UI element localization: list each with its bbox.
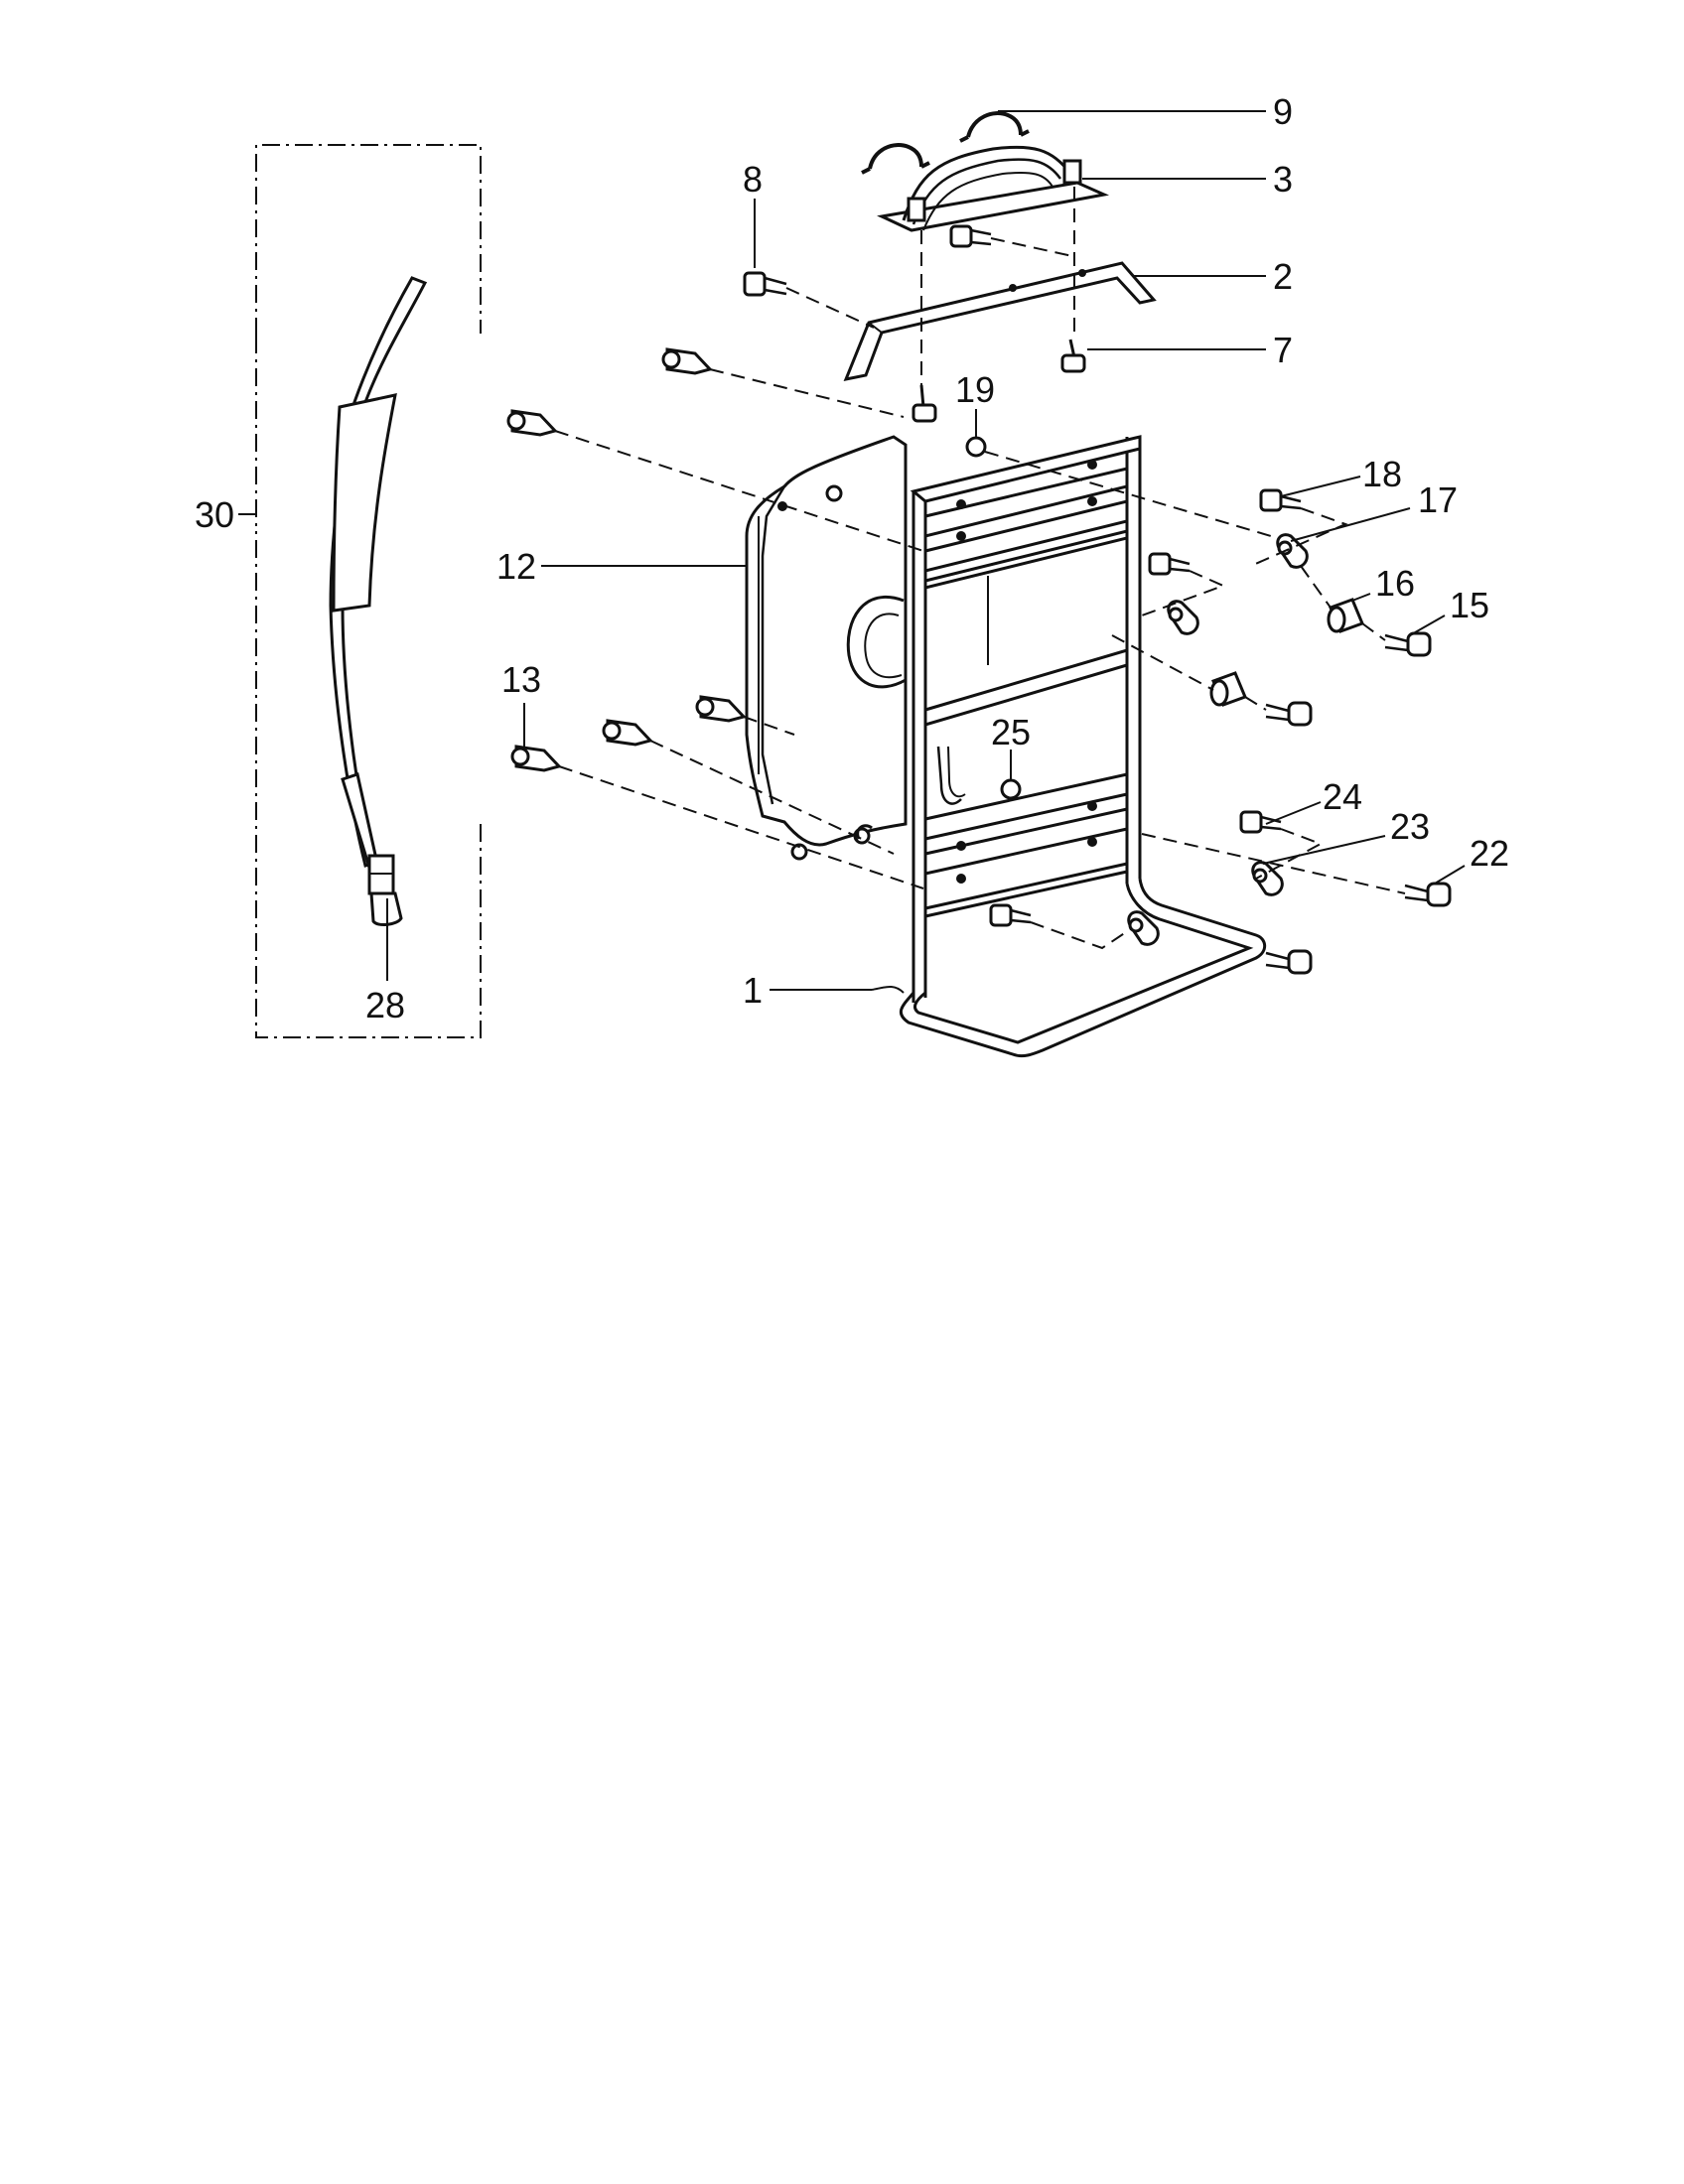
callout-1: 1	[743, 970, 763, 1011]
callout-12: 12	[496, 546, 536, 587]
fastener-screw-bottom	[989, 903, 1032, 927]
fastener-rivet-lower-1	[602, 719, 653, 747]
strap-assembly-box	[255, 144, 482, 1038]
fastener-bolt-15	[1384, 631, 1432, 657]
top-bracket	[843, 261, 1157, 382]
assembly-lines	[554, 187, 1406, 950]
fastener-screw-24	[1239, 810, 1282, 834]
fastener-nut-19	[965, 436, 987, 458]
carry-handle	[877, 145, 1110, 232]
fastener-bolt-lower	[1265, 701, 1313, 727]
callout-labels: 9 3 2 7 8 19 12 13 18 17 16 15 25 24 23 …	[195, 91, 1509, 1025]
callout-23: 23	[1390, 806, 1430, 847]
callout-18: 18	[1362, 454, 1402, 494]
fastener-clamp-bottom	[1127, 910, 1160, 946]
callout-2: 2	[1273, 256, 1293, 297]
callout-22: 22	[1470, 833, 1509, 874]
callout-9: 9	[1273, 91, 1293, 132]
fastener-nut-25	[1000, 778, 1022, 800]
callout-17: 17	[1418, 479, 1458, 520]
callout-16: 16	[1375, 563, 1415, 604]
fastener-spacer-lower	[1209, 671, 1247, 707]
fastener-bolt-bottom	[1265, 949, 1313, 975]
fastener-screw-7	[1060, 339, 1086, 373]
callout-8: 8	[743, 159, 763, 200]
handle-clip-right	[959, 111, 1030, 143]
fastener-rivet-13	[510, 745, 562, 772]
fastener-screw-8	[743, 271, 787, 297]
fastener-clamp-17	[1276, 533, 1309, 569]
fastener-screw-mid-right	[1148, 552, 1191, 576]
callout-28: 28	[365, 985, 405, 1025]
callout-25: 25	[991, 712, 1031, 752]
handle-clip-left	[861, 143, 930, 175]
fastener-rivet-upper-2	[506, 409, 558, 437]
fastener-clamp-mid	[1167, 600, 1199, 635]
callout-24: 24	[1323, 776, 1362, 817]
frame	[899, 435, 1267, 1058]
shoulder-strap	[329, 276, 428, 927]
callout-3: 3	[1273, 159, 1293, 200]
callout-13: 13	[501, 659, 541, 700]
fastener-spacer-16	[1327, 598, 1364, 633]
callout-19: 19	[955, 369, 995, 410]
callout-7: 7	[1273, 330, 1293, 370]
fastener-rivet-upper-1	[661, 347, 713, 375]
back-panel	[745, 435, 966, 861]
fastener-rivet-mid	[695, 695, 747, 723]
fastener-bolt-22	[1404, 882, 1452, 907]
callout-30: 30	[195, 494, 234, 535]
fastener-screw-18	[1259, 488, 1302, 512]
fastener-screw-under-bracket	[912, 384, 937, 423]
leader-lines	[238, 110, 1466, 994]
fastener-screw-upper-handle	[949, 224, 992, 248]
callout-15: 15	[1450, 585, 1489, 625]
